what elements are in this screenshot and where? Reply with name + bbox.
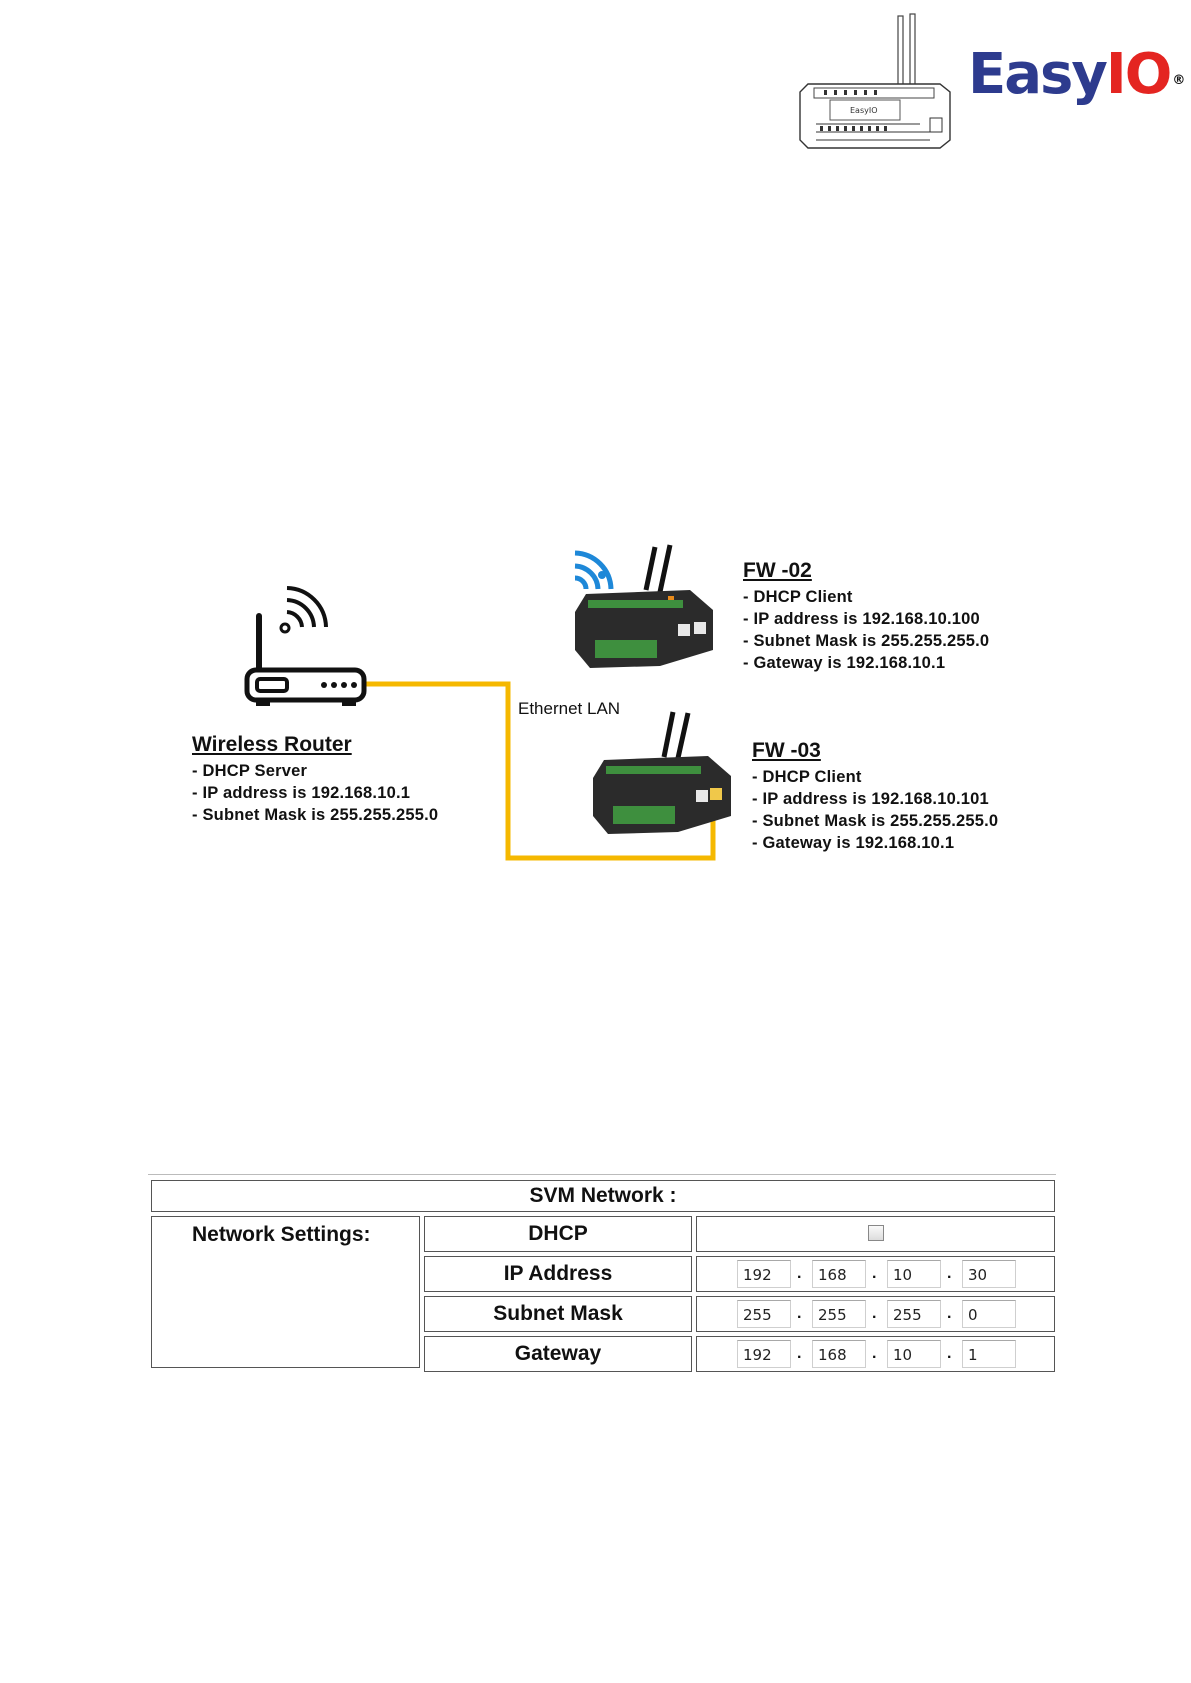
router-line: - DHCP Server (192, 762, 308, 780)
table-top-rule (148, 1174, 1056, 1175)
ip-octet-1-input[interactable]: 192 (737, 1260, 791, 1288)
ip-address-value-cell: 192 . 168 . 10 . 30 (696, 1256, 1055, 1292)
gateway-octet-4-input[interactable]: 1 (962, 1340, 1016, 1368)
mask-octet-4-input[interactable]: 0 (962, 1300, 1016, 1328)
ip-octet-2-input[interactable]: 168 (812, 1260, 866, 1288)
ip-address-label: IP Address (424, 1256, 692, 1292)
fw03-title: FW -03 (752, 739, 821, 762)
router-icon (244, 586, 367, 706)
octet-separator: . (872, 1345, 877, 1362)
subnet-mask-label: Subnet Mask (424, 1296, 692, 1332)
ip-octet-3-input[interactable]: 10 (887, 1260, 941, 1288)
fw03-line: - DHCP Client (752, 768, 862, 786)
router-info: Wireless Router - DHCP Server - IP addre… (192, 733, 438, 826)
network-settings-label-cell: Network Settings: (151, 1216, 420, 1368)
fw02-info: FW -02 - DHCP Client - IP address is 192… (743, 559, 989, 674)
svg-text:EasyIO: EasyIO (850, 106, 878, 115)
dhcp-checkbox[interactable] (868, 1225, 884, 1241)
dhcp-value-cell (696, 1216, 1055, 1252)
ethernet-cable (364, 681, 716, 861)
octet-separator: . (797, 1265, 802, 1282)
gateway-octet-3-input[interactable]: 10 (887, 1340, 941, 1368)
router-line: - Subnet Mask is 255.255.255.0 (192, 806, 439, 824)
router-title: Wireless Router (192, 733, 352, 756)
ethernet-lan-label: Ethernet LAN (518, 699, 621, 718)
mask-octet-2-input[interactable]: 255 (812, 1300, 866, 1328)
network-diagram (244, 544, 731, 861)
network-settings-label: Network Settings: (192, 1223, 371, 1246)
octet-separator: . (872, 1305, 877, 1322)
fw02-title: FW -02 (743, 559, 812, 582)
octet-separator: . (872, 1265, 877, 1282)
subnet-mask-value-cell: 255 . 255 . 255 . 0 (696, 1296, 1055, 1332)
octet-separator: . (797, 1345, 802, 1362)
gateway-octet-1-input[interactable]: 192 (737, 1340, 791, 1368)
fw02-line: - DHCP Client (743, 588, 853, 606)
fw02-device-icon (574, 544, 713, 668)
controller-device-illustration: EasyIO (799, 13, 951, 149)
easyio-logo: EasyIO® (968, 42, 1186, 107)
fw03-line: - Gateway is 192.168.10.1 (752, 834, 955, 852)
fw02-line: - IP address is 192.168.10.100 (743, 610, 980, 628)
mask-octet-3-input[interactable]: 255 (887, 1300, 941, 1328)
fw03-line: - Subnet Mask is 255.255.255.0 (752, 812, 999, 830)
octet-separator: . (947, 1345, 952, 1362)
dhcp-label: DHCP (424, 1216, 692, 1252)
gateway-value-cell: 192 . 168 . 10 . 1 (696, 1336, 1055, 1372)
octet-separator: . (947, 1265, 952, 1282)
fw02-line: - Gateway is 192.168.10.1 (743, 654, 946, 672)
octet-separator: . (947, 1305, 952, 1322)
router-line: - IP address is 192.168.10.1 (192, 784, 411, 802)
fw03-line: - IP address is 192.168.10.101 (752, 790, 989, 808)
ip-octet-4-input[interactable]: 30 (962, 1260, 1016, 1288)
gateway-label: Gateway (424, 1336, 692, 1372)
fw03-info: FW -03 - DHCP Client - IP address is 192… (752, 739, 998, 854)
fw03-device-icon (593, 711, 731, 834)
fw02-line: - Subnet Mask is 255.255.255.0 (743, 632, 990, 650)
mask-octet-1-input[interactable]: 255 (737, 1300, 791, 1328)
gateway-octet-2-input[interactable]: 168 (812, 1340, 866, 1368)
octet-separator: . (797, 1305, 802, 1322)
svm-network-header: SVM Network : (151, 1180, 1055, 1212)
